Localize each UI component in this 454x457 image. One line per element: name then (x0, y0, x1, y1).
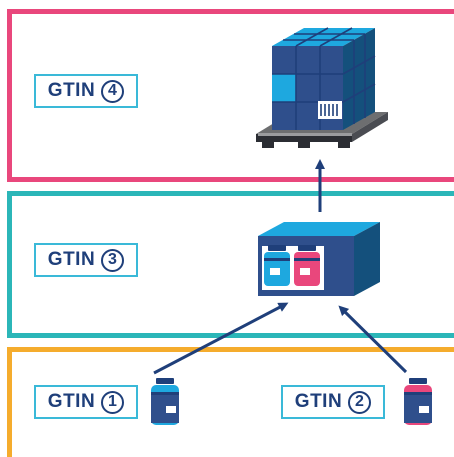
gtin-3-label: GTIN 3 (34, 243, 138, 277)
gtin-number-badge: 2 (348, 390, 372, 414)
arrow-icon (153, 302, 289, 375)
gtin-number-badge: 4 (101, 79, 125, 103)
arrow-icon (338, 305, 408, 374)
gtin-number-badge: 3 (101, 248, 125, 272)
gtin-number-badge: 1 (101, 390, 125, 414)
pallet-icon (256, 27, 388, 148)
gtin-text: GTIN (47, 80, 96, 101)
gtin-text: GTIN (47, 391, 96, 412)
barcode-icon (318, 101, 342, 119)
gtin-text: GTIN (294, 391, 343, 412)
gtin-text: GTIN (47, 249, 96, 270)
case-box-icon (258, 222, 380, 296)
gtin-4-label: GTIN 4 (34, 74, 138, 108)
gtin-2-label: GTIN 2 (281, 385, 385, 419)
gtin-1-label: GTIN 1 (34, 385, 138, 419)
jar-icon (151, 378, 179, 425)
jar-icon (404, 378, 432, 425)
